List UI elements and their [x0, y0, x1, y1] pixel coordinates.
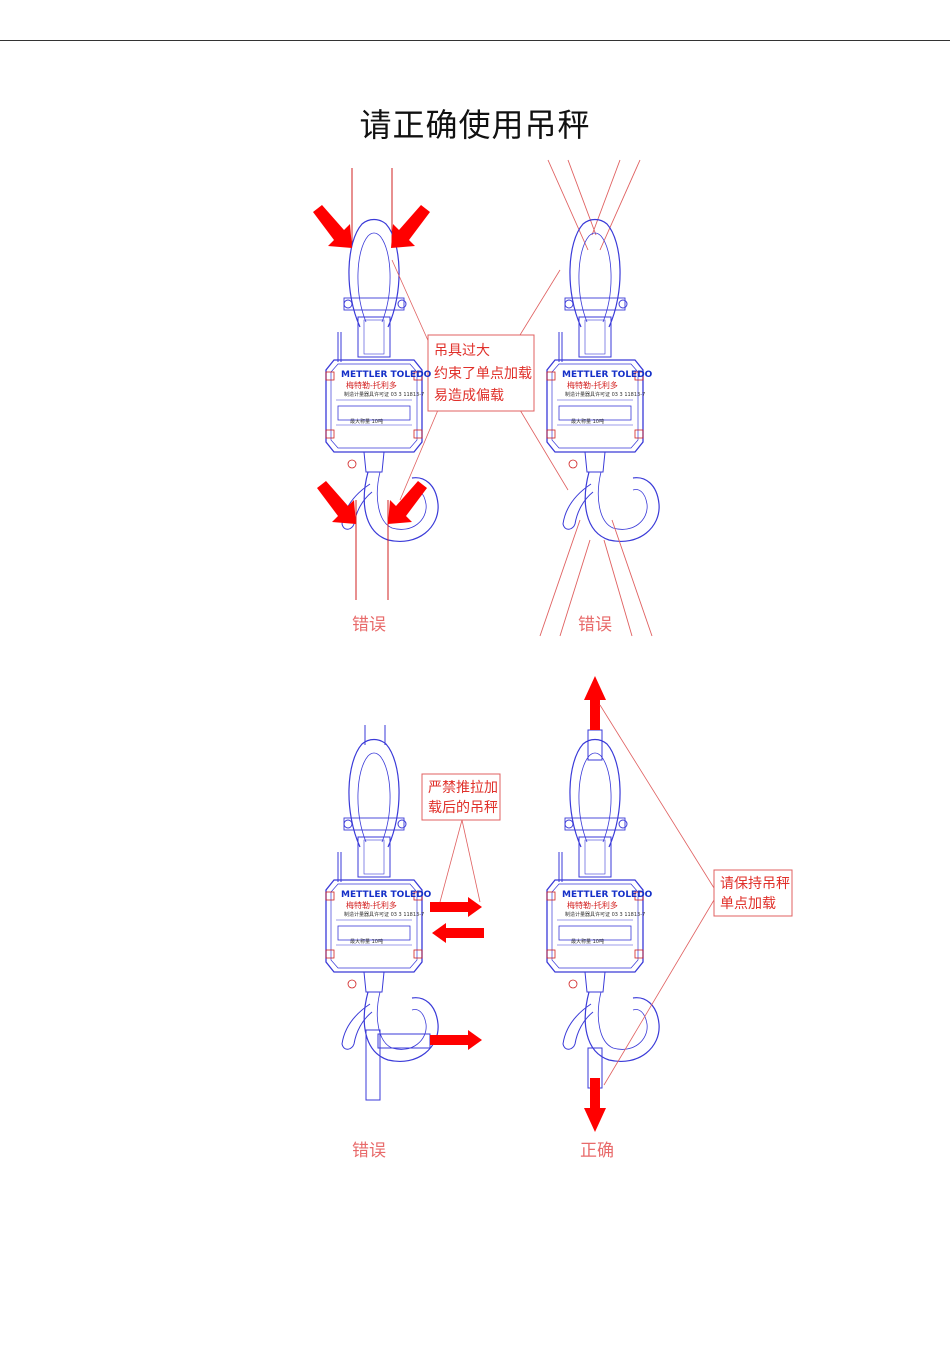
serial-text: 制造计量器具许可证 03 3 11813-7 [344, 911, 424, 918]
note-no-push: 严禁推拉加 载后的吊秤 [421, 773, 501, 903]
brand-text: METTLER TOLEDO [341, 890, 432, 900]
brand-cn-text: 梅特勒-托利多 [346, 380, 397, 390]
device-label-1: METTLER TOLEDO 梅特勒-托利多 制造计量器具许可证 03 3 11… [341, 370, 432, 425]
panel-label-wrong-1: 错误 [352, 615, 386, 635]
note-oversize-line-1: 吊具过大 [434, 343, 490, 359]
note-keep-single-line-1: 请保持吊秤 [720, 876, 790, 892]
device-label-3: METTLER TOLEDO 梅特勒-托利多 制造计量器具许可证 03 3 11… [341, 890, 432, 945]
panel-oversize-sling [539, 159, 660, 637]
load-down-arrow [584, 1078, 606, 1132]
top-rule [0, 40, 950, 41]
capacity-text: 最大称量 10吨 [571, 938, 604, 945]
lift-up-arrow [584, 676, 606, 730]
brand-cn-text: 梅特勒-托利多 [567, 900, 618, 910]
panel-label-correct: 正确 [580, 1141, 614, 1161]
device-label-4: METTLER TOLEDO 梅特勒-托利多 制造计量器具许可证 03 3 11… [562, 890, 653, 945]
note-oversize-line-3: 易造成偏载 [434, 388, 504, 404]
panel-oversize-rigid [313, 168, 439, 600]
capacity-text: 最大称量 10吨 [350, 938, 383, 945]
note-no-push-line-2: 载后的吊秤 [428, 800, 498, 816]
note-keep-single-line-2: 单点加载 [720, 896, 776, 912]
brand-cn-text: 梅特勒-托利多 [567, 380, 618, 390]
panel-label-wrong-3: 错误 [352, 1141, 386, 1161]
note-no-push-line-1: 严禁推拉加 [428, 780, 498, 796]
serial-text: 制造计量器具许可证 03 3 11813-7 [344, 391, 424, 398]
serial-text: 制造计量器具许可证 03 3 11813-7 [565, 911, 645, 918]
note-keep-single: 请保持吊秤 单点加载 [599, 704, 793, 1086]
brand-text: METTLER TOLEDO [341, 370, 432, 380]
brand-text: METTLER TOLEDO [562, 370, 653, 380]
push-right-arrow [430, 897, 482, 917]
note-oversize-line-2: 约束了单点加载 [434, 366, 532, 382]
push-arrow-top-right [391, 205, 430, 248]
device-label-2: METTLER TOLEDO 梅特勒-托利多 制造计量器具许可证 03 3 11… [562, 370, 653, 425]
pull-left-arrow [432, 923, 484, 943]
capacity-text: 最大称量 10吨 [571, 418, 604, 425]
note-oversize: 吊具过大 约束了单点加载 易造成偏载 [391, 259, 569, 501]
panel-correct [546, 676, 660, 1132]
push-arrow-top-left [313, 205, 352, 248]
brand-cn-text: 梅特勒-托利多 [346, 900, 397, 910]
capacity-text: 最大称量 10吨 [350, 418, 383, 425]
hook-push-arrow [430, 1030, 482, 1050]
push-arrow-bottom-right [388, 481, 427, 524]
push-arrow-bottom-left [317, 481, 356, 524]
panel-label-wrong-2: 错误 [578, 615, 612, 635]
page-title: 请正确使用吊秤 [359, 106, 591, 144]
serial-text: 制造计量器具许可证 03 3 11813-7 [565, 391, 645, 398]
panel-push-pull [325, 725, 484, 1101]
brand-text: METTLER TOLEDO [562, 890, 653, 900]
